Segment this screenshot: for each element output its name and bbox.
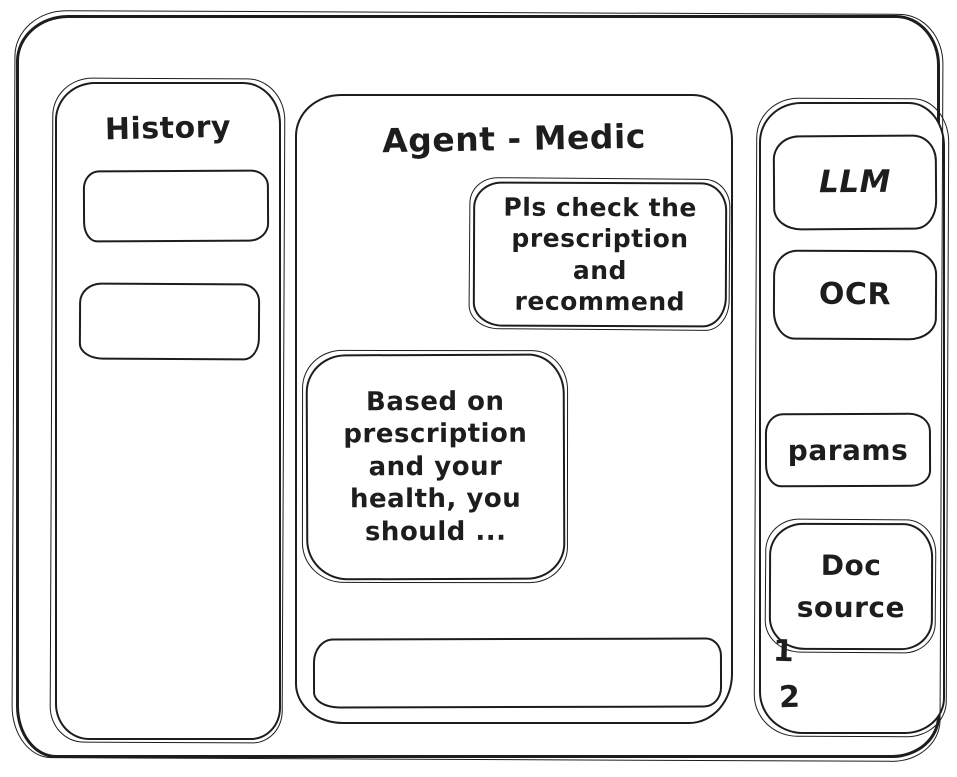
doc-source-item-1[interactable]: 1 (772, 633, 795, 670)
ocr-button[interactable]: OCR (772, 249, 938, 341)
tools-panel: LLM OCR params Doc source 1 2 (759, 102, 945, 734)
history-item[interactable] (78, 282, 261, 361)
user-message-text: Pls check the prescription and recommend (503, 192, 697, 317)
params-button[interactable]: params (764, 412, 932, 488)
doc-source-item-2[interactable]: 2 (778, 679, 801, 716)
history-item[interactable] (82, 169, 270, 243)
llm-button-label: LLM (818, 163, 892, 201)
chat-input[interactable] (312, 637, 723, 709)
ocr-button-label: OCR (818, 277, 892, 313)
chat-title: Agent - Medic (381, 116, 647, 161)
chat-panel: Agent - Medic Pls check the prescription… (295, 94, 733, 724)
app-window-frame: History Agent - Medic Pls check the pres… (16, 15, 945, 758)
doc-source-button[interactable]: Doc source (768, 522, 934, 651)
params-button-label: params (787, 433, 909, 467)
doc-source-button-label: Doc source (796, 548, 906, 624)
llm-button[interactable]: LLM (772, 134, 938, 231)
user-message-bubble: Pls check the prescription and recommend (472, 181, 728, 328)
assistant-message-bubble: Based on prescription and your health, y… (305, 353, 566, 581)
assistant-message-text: Based on prescription and your health, y… (343, 386, 528, 547)
history-panel: History (55, 82, 281, 740)
history-panel-title: History (104, 109, 232, 148)
